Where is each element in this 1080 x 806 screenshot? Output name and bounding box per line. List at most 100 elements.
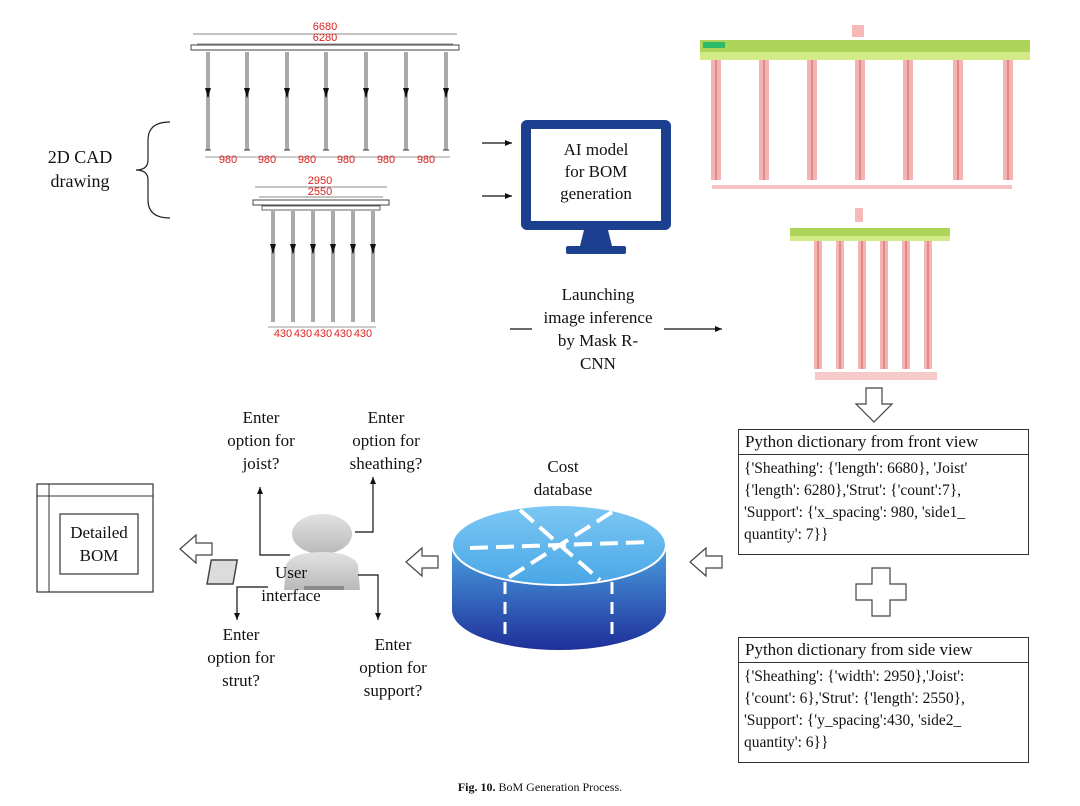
front-second-dim: 6280 [313, 32, 337, 44]
side-second-dim: 2550 [308, 186, 332, 198]
front-spacing-label: 980 [298, 154, 316, 166]
front-dict-line: 'Support': {'x_spacing': 980, 'side1_ [744, 504, 966, 521]
cad-label-line1: 2D CAD [48, 147, 113, 167]
front-dict-body: {'Sheathing': {'length': 6680}, 'Joist' … [739, 455, 1028, 549]
mask-post [711, 60, 721, 180]
arrow-to-sheathing-option [355, 477, 376, 533]
front-spacing-label: 980 [219, 154, 237, 166]
bom-line1: Detailed [70, 523, 128, 542]
arrow-to-joist-option [257, 487, 290, 556]
side-spacing-label: 430 [314, 328, 332, 340]
mask-post [924, 241, 932, 369]
strut-option-line2: option for [207, 648, 275, 667]
cad-brace [135, 121, 171, 219]
side-spacing-label: 430 [294, 328, 312, 340]
front-dict-box: Python dictionary from front view {'Shea… [738, 429, 1029, 555]
inference-line1: Launching [562, 285, 635, 304]
side-dict-line: {'count': 6},'Strut': {'length': 2550}, [744, 690, 965, 707]
side-dict-line: 'Support': {'y_spacing':430, 'side2_ [744, 712, 962, 729]
cad-label-line2: drawing [51, 171, 110, 191]
mask-post [858, 241, 866, 369]
side-dict-box: Python dictionary from side view {'Sheat… [738, 637, 1029, 763]
front-spacing-label: 980 [258, 154, 276, 166]
cad-post [290, 211, 296, 322]
front-spacing-labels: 980 980 980 980 980 980 [219, 154, 435, 166]
cad-post [205, 52, 211, 151]
ai-model-line2: for BOM [565, 162, 628, 181]
joist-option-line3: joist? [242, 454, 280, 473]
arrow-to-strut-option [234, 586, 268, 620]
cad-post [310, 211, 316, 322]
strut-option-line1: Enter [223, 625, 260, 644]
figure-caption: Fig. 10. BoM Generation Process. [0, 780, 1080, 795]
mask-post [807, 60, 817, 180]
front-spacing-label: 980 [417, 154, 435, 166]
ai-model-line3: generation [560, 184, 632, 203]
inference-line3: by Mask R- [558, 331, 639, 350]
front-dict-line: {'Sheathing': {'length': 6680}, 'Joist' [744, 460, 968, 477]
cad-post [443, 52, 449, 151]
side-dict-line: {'Sheathing': {'width': 2950},'Joist': [744, 668, 965, 685]
inference-line4: CNN [580, 354, 616, 373]
strut-option-line3: strut? [222, 671, 260, 690]
cad-post [284, 52, 290, 151]
sheathing-option-line1: Enter [368, 408, 405, 427]
caption-text: BoM Generation Process. [498, 780, 623, 794]
bom-line2: BOM [80, 546, 119, 565]
joist-option-line1: Enter [243, 408, 280, 427]
front-dict-line: {'length': 6280},'Strut': {'count':7}, [744, 482, 962, 499]
side-spacing-label: 430 [274, 328, 292, 340]
hollow-arrow-down [854, 387, 894, 423]
mask-post [814, 241, 822, 369]
cad-side-view: 2950 2550 430 430 430 430 430 [252, 175, 390, 340]
cost-db-line2: database [534, 480, 593, 499]
front-top-dim: 6680 [313, 21, 337, 33]
cost-db-line1: Cost [547, 457, 578, 476]
mask-post [1003, 60, 1013, 180]
user-icon [206, 514, 360, 590]
front-spacing-label: 980 [337, 154, 355, 166]
mask-post [902, 241, 910, 369]
cad-front-view: 6680 6280 980 980 980 980 980 980 [190, 21, 460, 166]
bom-document-icon [36, 483, 154, 593]
sheathing-option-line2: option for [352, 431, 420, 450]
maskrcnn-front-output [700, 25, 1030, 189]
user-line1: User [275, 563, 307, 582]
cad-post [323, 52, 329, 151]
plus-icon [855, 567, 907, 617]
cad-post [370, 211, 376, 322]
mask-post [903, 60, 913, 180]
cad-post [363, 52, 369, 151]
ai-model-line1: AI model [564, 140, 629, 159]
caption-prefix: Fig. 10. [457, 780, 496, 794]
cost-database-icon [451, 504, 667, 650]
hollow-arrow-left-user-to-bom [179, 533, 213, 565]
front-spacing-label: 980 [377, 154, 395, 166]
inference-line2: image inference [543, 308, 652, 327]
support-option-line2: option for [359, 658, 427, 677]
sheathing-option-line3: sheathing? [350, 454, 423, 473]
side-dict-body: {'Sheathing': {'width': 2950},'Joist': {… [739, 663, 1028, 757]
cad-post [244, 52, 250, 151]
cad-post [330, 211, 336, 322]
mask-post [855, 60, 865, 180]
cad-post [403, 52, 409, 151]
side-top-dim: 2950 [308, 175, 332, 187]
side-spacing-label: 430 [354, 328, 372, 340]
front-dict-line: quantity': 7}} [744, 526, 829, 543]
mask-post [759, 60, 769, 180]
arrow-to-support-option [358, 574, 381, 620]
hollow-arrow-left-dict-to-db [689, 546, 723, 578]
monitor-icon [521, 120, 671, 254]
mask-post [836, 241, 844, 369]
joist-option-line2: option for [227, 431, 295, 450]
front-dict-title: Python dictionary from front view [739, 430, 1028, 455]
support-option-line3: support? [364, 681, 423, 700]
user-line2: interface [261, 586, 320, 605]
mask-post [880, 241, 888, 369]
cad-post [350, 211, 356, 322]
side-spacing-labels: 430 430 430 430 430 [274, 328, 372, 340]
side-spacing-label: 430 [334, 328, 352, 340]
side-dict-title: Python dictionary from side view [739, 638, 1028, 663]
